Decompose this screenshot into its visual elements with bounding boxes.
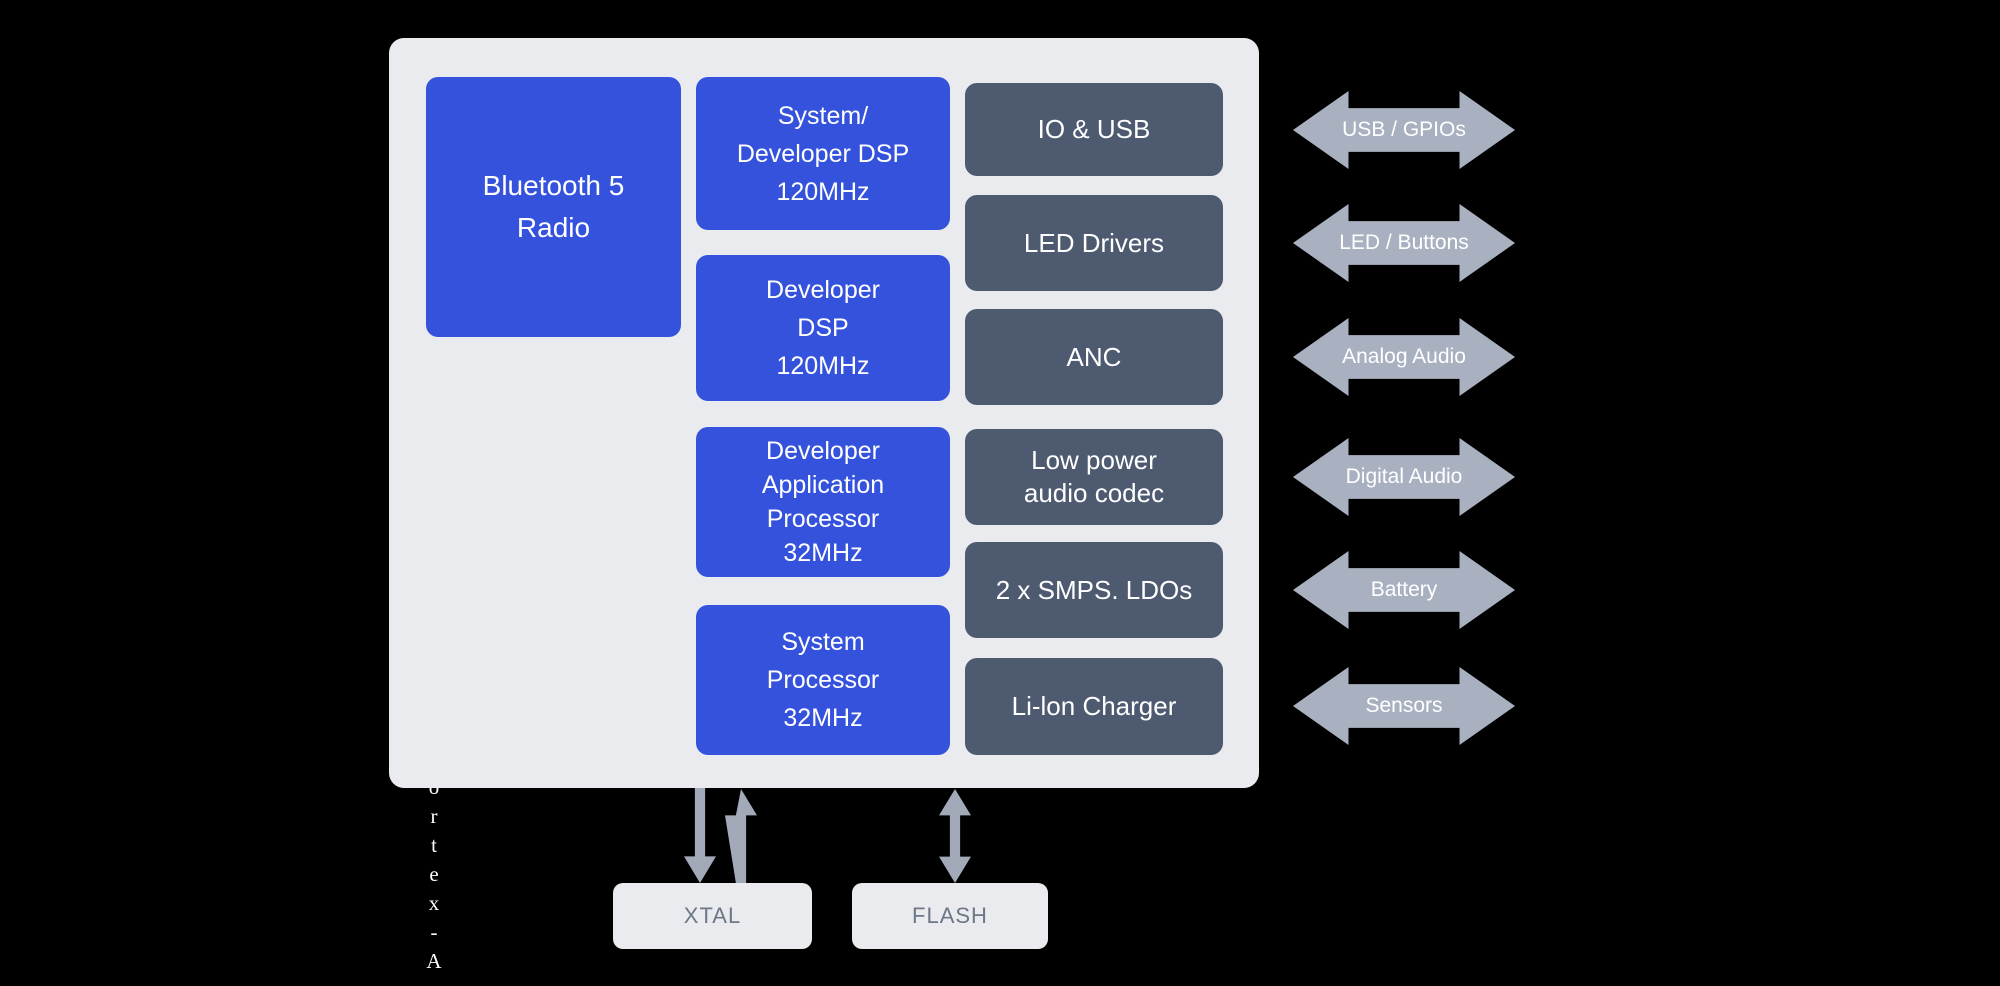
io-arrow-sensors: Sensors	[1293, 667, 1515, 745]
block-label-line: Low power	[1031, 445, 1157, 475]
chip-panel: Bluetooth 5 Radio System/ Developer DSP …	[389, 38, 1259, 788]
vertical-letter: t	[431, 833, 437, 857]
block-label-line: System/	[777, 101, 869, 130]
block-label-line: 120MHz	[776, 352, 870, 380]
xtal-label: XTAL	[683, 903, 742, 928]
block-label-line: 120MHz	[776, 177, 870, 206]
vertical-letter: e	[429, 862, 439, 886]
block-label-line: IO & USB	[1037, 114, 1151, 144]
block-label-line: LED Drivers	[1023, 227, 1165, 258]
peripheral-block-smps-ldos: 2 x SMPS. LDOs	[965, 542, 1223, 638]
vertical-letter: r	[430, 804, 438, 828]
bluetooth-radio-block: Bluetooth 5 Radio	[426, 77, 681, 337]
peripheral-block-anc: ANC	[965, 309, 1223, 405]
block-label-line: 32MHz	[783, 539, 863, 567]
io-arrow-battery: Battery	[1293, 551, 1515, 629]
block-label-line: Bluetooth 5	[482, 170, 625, 201]
block-label-line: Processor	[766, 505, 880, 533]
io-arrow-label: Battery	[1370, 578, 1438, 601]
flash-bidirectional-arrow	[939, 789, 971, 883]
xtal-block: XTAL	[613, 883, 812, 949]
block-label-line: Radio	[516, 212, 591, 243]
xtal-down-arrow	[684, 788, 716, 883]
io-arrow-label: Digital Audio	[1345, 465, 1463, 488]
flash-block: FLASH	[852, 883, 1048, 949]
block-label-line: Developer	[766, 276, 880, 304]
vertical-letter: A	[426, 949, 442, 973]
block-label-line: 2 x SMPS. LDOs	[995, 574, 1193, 605]
block-label-line: Application	[761, 471, 885, 499]
block-label-line: Processor	[766, 666, 880, 694]
io-arrow-analog-audio: Analog Audio	[1293, 318, 1515, 396]
block-label-line: Developer	[766, 437, 880, 465]
block-label-line: 32MHz	[783, 704, 863, 732]
vertical-letter: x	[428, 891, 440, 915]
peripheral-block-led-drivers: LED Drivers	[965, 195, 1223, 291]
xtal-up-arrow	[725, 789, 757, 883]
processor-block-system-developer-dsp: System/ Developer DSP 120MHz	[696, 77, 950, 230]
io-arrow-usb-gpios: USB / GPIOs	[1293, 91, 1515, 169]
block-label-line: Developer DSP	[736, 139, 910, 168]
vertical-text-cortex: o r t e x - A	[419, 773, 449, 976]
peripheral-block-li-ion-charger: Li-lon Charger	[965, 658, 1223, 755]
block-label-line: ANC	[1066, 341, 1122, 372]
io-arrow-label: Sensors	[1365, 694, 1443, 717]
io-arrow-digital-audio: Digital Audio	[1293, 438, 1515, 516]
vertical-letter: -	[430, 920, 438, 944]
block-label-line: audio codec	[1023, 478, 1165, 508]
peripheral-block-io-usb: IO & USB	[965, 83, 1223, 176]
block-label-line: System	[781, 628, 865, 656]
processor-block-developer-application: Developer Application Processor 32MHz	[696, 427, 950, 577]
peripheral-block-audio-codec: Low power audio codec	[965, 429, 1223, 525]
io-arrow-label: LED / Buttons	[1339, 231, 1469, 254]
io-arrow-led-buttons: LED / Buttons	[1293, 204, 1515, 282]
processor-block-system-processor: System Processor 32MHz	[696, 605, 950, 755]
processor-block-developer-dsp: Developer DSP 120MHz	[696, 255, 950, 401]
block-label-line: Li-lon Charger	[1011, 691, 1177, 721]
io-arrow-label: Analog Audio	[1342, 345, 1466, 368]
io-arrow-label: USB / GPIOs	[1342, 118, 1466, 141]
flash-label: FLASH	[912, 903, 988, 928]
block-label-line: DSP	[797, 314, 849, 342]
